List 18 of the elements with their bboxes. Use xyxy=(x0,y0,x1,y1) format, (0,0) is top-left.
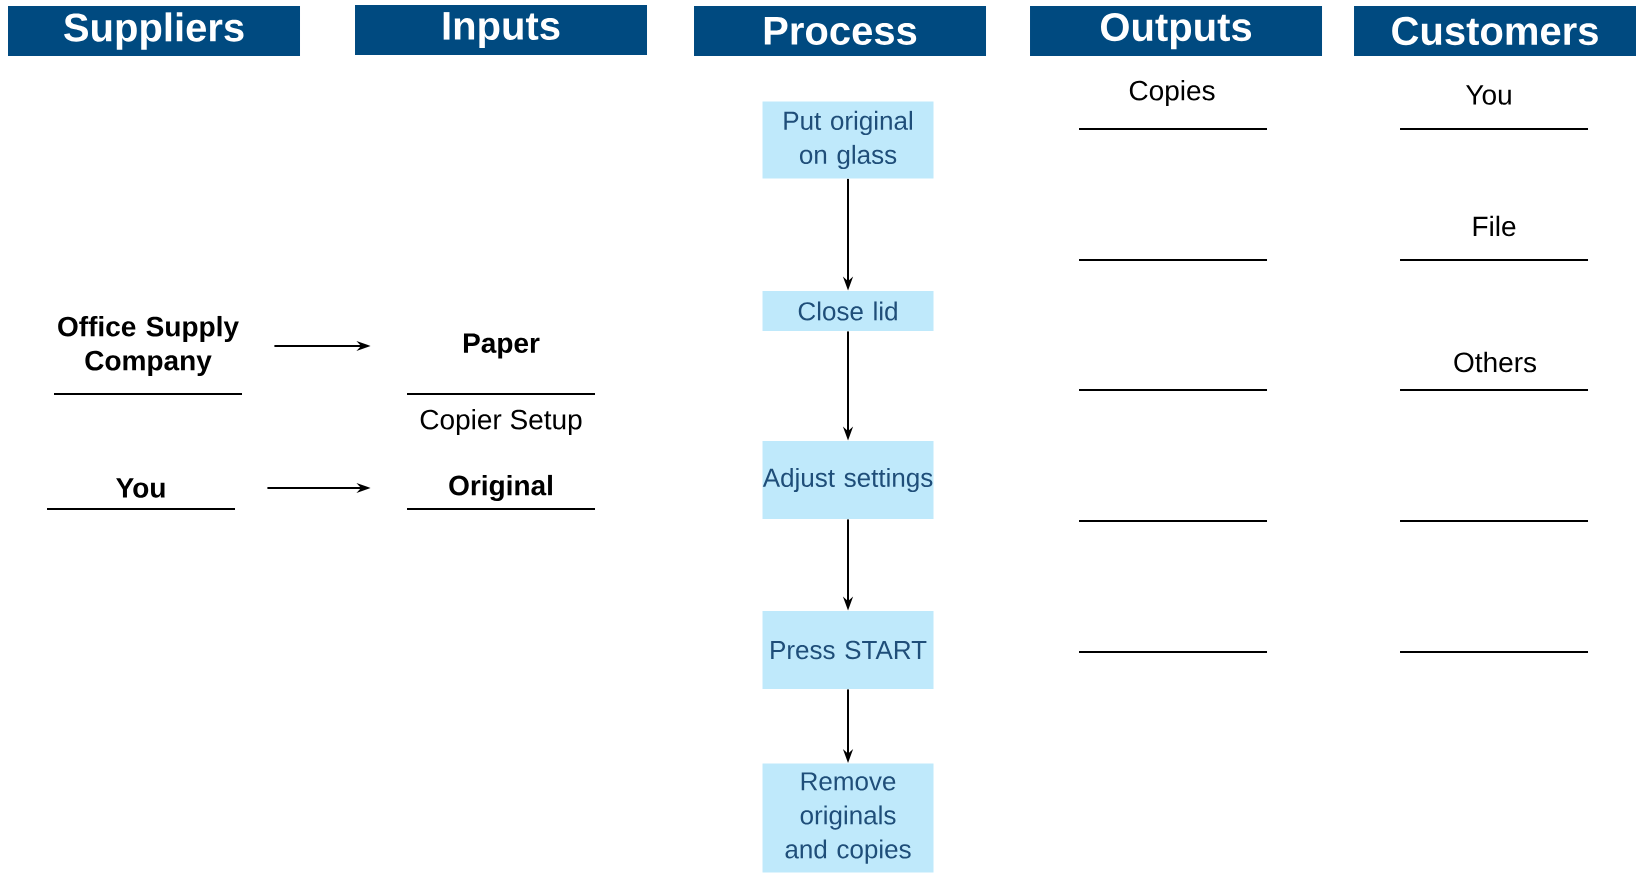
header-band: Inputs xyxy=(355,5,647,55)
header-band: Process xyxy=(694,6,986,56)
text-label: Copier Setup xyxy=(420,408,582,436)
item-text: Paper xyxy=(464,333,540,359)
item-text: Original xyxy=(449,474,552,502)
header-band: Customers xyxy=(1354,6,1636,56)
process-box: Remove originals and copies xyxy=(762,763,934,873)
header-band: Outputs xyxy=(1030,6,1322,56)
text-label: File xyxy=(1473,215,1516,237)
process-box: Press START xyxy=(762,611,934,689)
process-box: Put original on glass xyxy=(762,101,934,179)
item-text: You xyxy=(116,478,165,498)
text-label: You xyxy=(1466,85,1511,105)
process-box: Close lid xyxy=(762,291,934,331)
process-box: Adjust settings xyxy=(762,441,934,519)
text-label: Others xyxy=(1454,351,1536,373)
header-band: Suppliers xyxy=(8,6,300,56)
item-text: Office Supply Company xyxy=(58,315,239,377)
